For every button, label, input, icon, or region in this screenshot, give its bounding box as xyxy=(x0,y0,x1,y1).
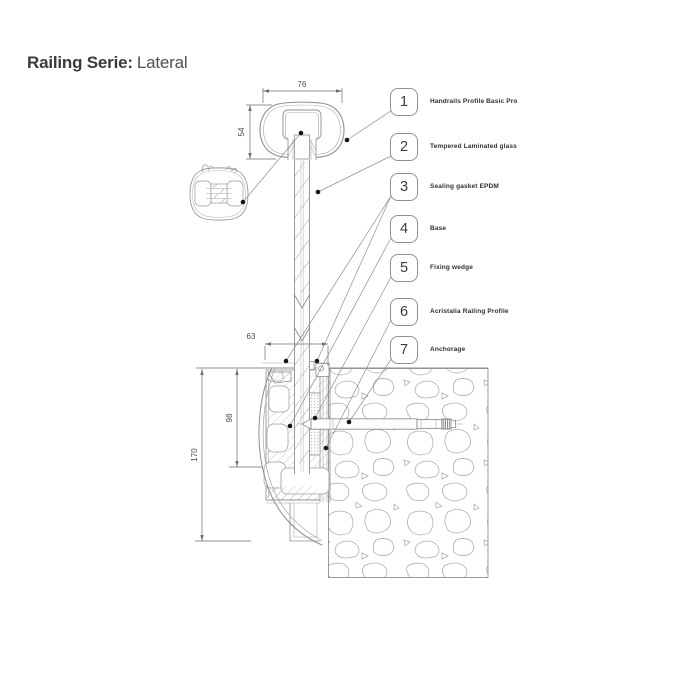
callout-label-4: Base xyxy=(430,225,447,232)
callout-bubble-3: 3 xyxy=(390,173,418,201)
dimension-98 xyxy=(229,369,263,468)
dimension-76 xyxy=(262,88,343,103)
callout-label-3: Sealing gasket EPDM xyxy=(430,183,499,190)
callout-bubble-2: 2 xyxy=(390,133,418,161)
series-value: Lateral xyxy=(136,53,188,72)
dimension-label-63: 63 xyxy=(246,332,256,341)
glass-break-marks xyxy=(293,293,311,342)
base-cover-arc xyxy=(258,367,323,546)
page-title: Railing Serie:Lateral xyxy=(27,53,188,73)
callout-label-1: Handrails Profile Basic Pro xyxy=(430,98,518,105)
anchor-bolt xyxy=(297,418,463,430)
handrail-detail-profile xyxy=(189,164,249,221)
dimension-label-170: 170 xyxy=(190,448,199,462)
callout-bubble-5: 5 xyxy=(390,254,418,282)
callout-bubble-4: 4 xyxy=(390,215,418,243)
dimension-label-76: 76 xyxy=(297,80,307,89)
dimension-170 xyxy=(195,369,251,542)
callout-label-7: Anchorage xyxy=(430,346,466,353)
dimension-label-98: 98 xyxy=(225,413,234,423)
concrete-block xyxy=(328,368,489,578)
dimension-54 xyxy=(246,104,276,160)
callout-label-6: Acristalia Railing Profile xyxy=(430,308,509,315)
leader-lines xyxy=(242,110,393,449)
callout-dots xyxy=(240,130,352,451)
base-foot-bracket xyxy=(265,486,321,542)
callout-bubble-6: 6 xyxy=(390,298,418,326)
callout-label-2: Tempered Laminated glass xyxy=(430,143,517,150)
handrail-profile-section xyxy=(259,101,345,160)
series-label: Railing Serie: xyxy=(27,53,133,72)
callout-label-5: Fixing wedge xyxy=(430,264,473,271)
callout-bubble-1: 1 xyxy=(390,88,418,116)
callout-bubble-7: 7 xyxy=(390,336,418,364)
dimension-label-54: 54 xyxy=(237,127,246,137)
detail-profile-hooks xyxy=(202,164,237,173)
